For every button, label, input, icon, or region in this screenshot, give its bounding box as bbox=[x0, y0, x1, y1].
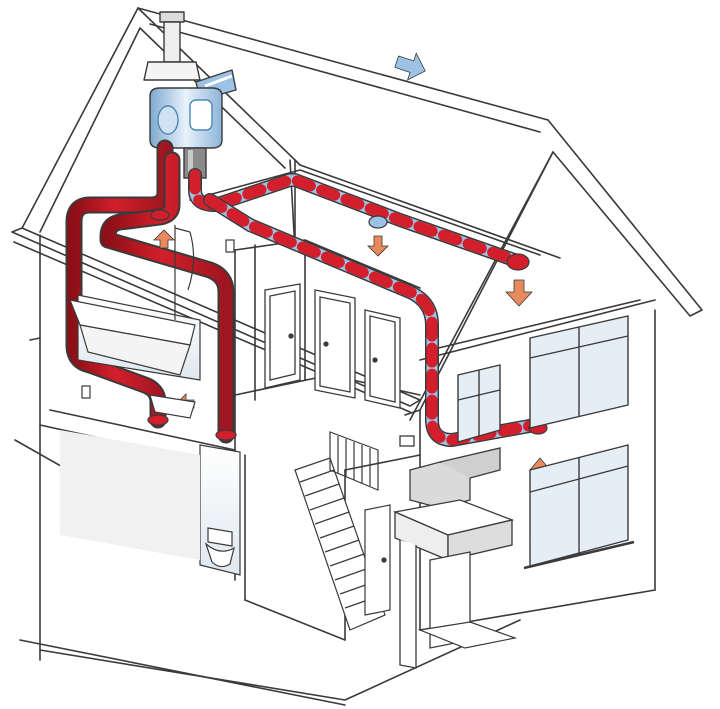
door-1-handle bbox=[288, 333, 294, 339]
sink-basin bbox=[149, 394, 196, 419]
upper-floor-line bbox=[49, 409, 236, 451]
door-1 bbox=[264, 283, 301, 389]
window-lower-right-sill bbox=[523, 540, 635, 570]
stack-cap bbox=[159, 11, 185, 23]
entrance-step-top bbox=[417, 621, 518, 649]
staircase bbox=[294, 431, 391, 631]
stair-tread-8 bbox=[334, 567, 370, 581]
supply-collar-3 bbox=[150, 209, 170, 221]
wc-floor bbox=[60, 430, 200, 560]
supply-riser bbox=[67, 141, 172, 427]
upper-doors bbox=[264, 283, 401, 409]
kitchen-counter-leg bbox=[399, 540, 417, 669]
ground-floor-line bbox=[244, 599, 346, 641]
bathtub-front bbox=[79, 324, 191, 376]
supply-collar-1 bbox=[147, 414, 169, 426]
stair-tread-4 bbox=[314, 511, 350, 525]
window-upper-left-bar bbox=[457, 370, 501, 437]
stair-stringer bbox=[294, 457, 386, 631]
ceiling-valve-2 bbox=[506, 253, 530, 271]
unit-window bbox=[189, 99, 213, 131]
ground-door-handle bbox=[381, 557, 387, 563]
door-3 bbox=[364, 309, 401, 409]
entrance-step bbox=[417, 621, 518, 649]
ground-door bbox=[364, 504, 391, 616]
supply-collar-2 bbox=[215, 429, 237, 441]
extract-branch-stripes bbox=[204, 194, 541, 446]
stair-tread-7 bbox=[329, 553, 365, 567]
shower-head bbox=[174, 227, 191, 233]
ground-wall-right-top bbox=[344, 454, 421, 471]
roof-right-gable bbox=[404, 119, 703, 416]
left-wall-guide bbox=[29, 337, 41, 341]
ground-base-extend bbox=[19, 639, 346, 706]
kitchen bbox=[392, 435, 515, 669]
door-2-panel bbox=[319, 296, 351, 393]
stair-banister bbox=[329, 431, 379, 491]
airflow-arrow-down-1 bbox=[367, 235, 389, 257]
roof-ridge bbox=[137, 7, 549, 121]
stair-balusters bbox=[337, 436, 371, 486]
airflow-arrow-up-1 bbox=[153, 229, 175, 249]
supply-duct bbox=[65, 139, 237, 444]
supply-run-2 bbox=[101, 153, 233, 442]
door-1-panel bbox=[269, 290, 296, 381]
windows bbox=[457, 315, 635, 570]
stair-tread-6 bbox=[324, 539, 360, 553]
stack-pipe bbox=[163, 21, 181, 63]
outlet-elbow-shade bbox=[204, 74, 233, 88]
roof-right-eave bbox=[429, 299, 641, 351]
door-3-handle bbox=[372, 357, 378, 363]
stair-tread-3 bbox=[309, 497, 345, 511]
unit-collar-highlight bbox=[188, 150, 193, 176]
light-switch-hall bbox=[81, 385, 91, 399]
stack-flange bbox=[143, 61, 201, 81]
door-3-panel bbox=[369, 315, 396, 403]
right-facade-top bbox=[419, 299, 656, 361]
door-2-handle bbox=[323, 341, 329, 347]
wall-control-panel bbox=[399, 435, 415, 447]
light-switch-bath bbox=[225, 239, 235, 253]
extract-duct bbox=[188, 168, 542, 447]
roof-ridge-inner bbox=[149, 23, 541, 133]
stair-tread-5 bbox=[319, 525, 355, 539]
stair-tread-2 bbox=[304, 483, 340, 497]
window-lower-right-bars bbox=[529, 458, 629, 554]
rear-roof-line bbox=[294, 159, 561, 259]
wc-room bbox=[60, 394, 241, 576]
toilet-bowl bbox=[204, 542, 235, 568]
roof-vent-stack bbox=[143, 11, 237, 101]
shower-hose bbox=[187, 231, 195, 291]
interior-wall-top bbox=[234, 239, 421, 289]
ventilation-unit bbox=[149, 87, 223, 179]
bathroom bbox=[69, 225, 235, 399]
stair-tread-1 bbox=[299, 469, 335, 483]
door-2 bbox=[314, 289, 356, 399]
kitchen-hood-duct bbox=[439, 447, 501, 479]
airflow-arrow-down-2 bbox=[505, 279, 533, 307]
roof-left-inner bbox=[39, 27, 286, 233]
attic-floor bbox=[189, 169, 541, 256]
airflow-arrow-outdoor bbox=[394, 52, 426, 81]
unit-fan bbox=[157, 105, 179, 135]
ceiling-valve-1 bbox=[368, 215, 388, 229]
window-upper-right-bars bbox=[529, 327, 629, 417]
kitchen-counter-side bbox=[447, 519, 513, 561]
toilet-cistern bbox=[207, 527, 233, 547]
